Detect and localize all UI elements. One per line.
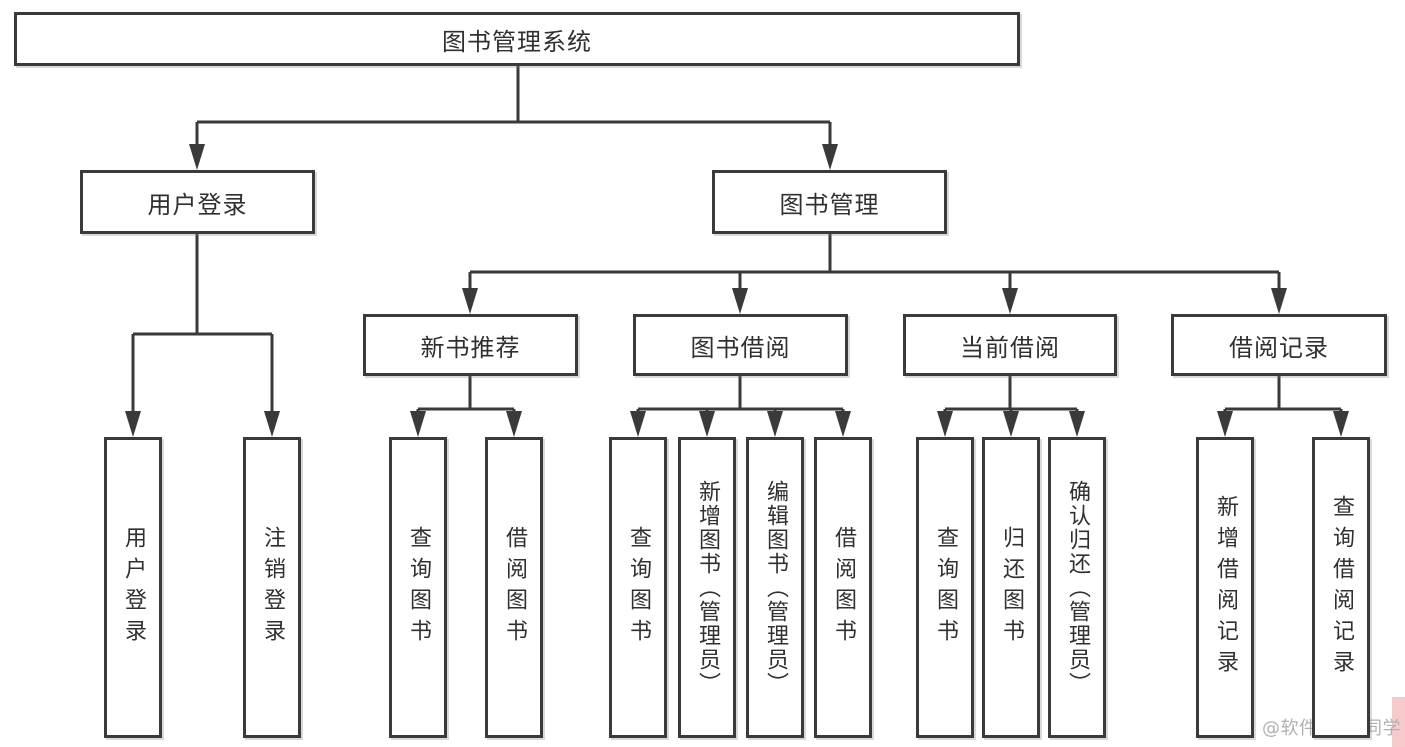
arrowhead-down bbox=[1069, 411, 1085, 437]
watermark-accent-bar bbox=[1392, 697, 1405, 747]
arrowhead-down bbox=[822, 144, 838, 170]
arrowhead-down bbox=[264, 411, 280, 437]
node-book-management: 图书管理 bbox=[712, 170, 947, 234]
arrowhead-down bbox=[699, 411, 715, 437]
arrowhead-down bbox=[1003, 411, 1019, 437]
arrowhead-down bbox=[1002, 288, 1018, 314]
leaf-bb-edit-books-admin: 编辑图书（管理员） bbox=[746, 437, 804, 738]
leaf-br-query-record: 查询借阅记录 bbox=[1312, 437, 1370, 738]
leaf-bb-borrow-books: 借阅图书 bbox=[814, 437, 872, 738]
arrowhead-down bbox=[1271, 288, 1287, 314]
node-current-borrow: 当前借阅 bbox=[903, 314, 1117, 376]
node-library-management-system: 图书管理系统 bbox=[14, 12, 1020, 66]
node-borrow-records: 借阅记录 bbox=[1171, 314, 1387, 376]
arrowhead-down bbox=[1333, 411, 1349, 437]
arrowhead-down bbox=[506, 411, 522, 437]
arrowhead-down bbox=[630, 411, 646, 437]
arrowhead-down bbox=[125, 411, 141, 437]
leaf-user-login: 用户登录 bbox=[104, 437, 162, 738]
arrowhead-down bbox=[410, 411, 426, 437]
arrowheads bbox=[125, 144, 1349, 437]
arrowhead-down bbox=[767, 411, 783, 437]
node-new-book-recommend: 新书推荐 bbox=[363, 314, 578, 376]
leaf-nbr-borrow-books: 借阅图书 bbox=[485, 437, 543, 738]
leaf-cb-confirm-return-admin: 确认归还（管理员） bbox=[1048, 437, 1106, 738]
leaf-cb-return-books: 归还图书 bbox=[982, 437, 1040, 738]
leaf-nbr-query-books: 查询图书 bbox=[389, 437, 447, 738]
leaf-bb-add-books-admin: 新增图书（管理员） bbox=[678, 437, 736, 738]
arrowhead-down bbox=[732, 288, 748, 314]
leaf-br-add-record: 新增借阅记录 bbox=[1196, 437, 1254, 738]
leaf-logout: 注销登录 bbox=[243, 437, 301, 738]
node-book-borrow: 图书借阅 bbox=[633, 314, 848, 376]
arrowhead-down bbox=[462, 288, 478, 314]
node-user-login: 用户登录 bbox=[80, 170, 315, 234]
arrowhead-down bbox=[189, 144, 205, 170]
arrowhead-down bbox=[937, 411, 953, 437]
leaf-cb-query-books: 查询图书 bbox=[916, 437, 974, 738]
arrowhead-down bbox=[835, 411, 851, 437]
arrowhead-down bbox=[1217, 411, 1233, 437]
leaf-bb-query-books: 查询图书 bbox=[609, 437, 667, 738]
